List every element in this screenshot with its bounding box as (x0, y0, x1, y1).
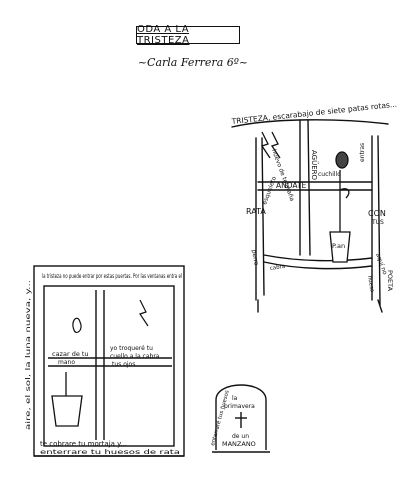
window-drawing (231, 119, 389, 313)
door-left-text: aire, el sol, la luna nueva, y... (24, 280, 32, 430)
door-drawing (33, 265, 185, 457)
poem-title-text: ODA A LA TRISTEZA (137, 24, 190, 46)
door-bottom-text: te cobrare tu mortaja y... (40, 440, 127, 448)
word-tus: TUS (371, 219, 384, 226)
door-flower-pot (51, 372, 83, 427)
word-rata: RATA (246, 207, 266, 216)
tombstone-drawing (212, 384, 270, 453)
door-top-text: la tristeza no puede entrar por estas pu… (42, 272, 182, 280)
word-aguero: AGÜERO (310, 150, 319, 181)
door-mid-right-text-2: cuello a la cabra (110, 353, 160, 360)
door-bottom-text-2: enterrare tu huesos de rata (40, 449, 181, 456)
word-cuchillo: cuchillo (318, 171, 341, 178)
tombstone-text-3: de un (232, 433, 249, 440)
door-mid-left-text: cazar de tu (52, 350, 89, 358)
tombstone-text-4: MANZANO (222, 440, 256, 448)
door-lightning-icon (139, 299, 149, 327)
author-signature: ~Carla Ferrera 6º~ (137, 56, 249, 69)
door-mid-right-text: yo troqueré tu (110, 345, 153, 352)
tombstone-text-1: la (232, 395, 238, 402)
door-mid-right-text-3: tus ojos (112, 361, 135, 368)
word-hueso: hueso (366, 275, 375, 293)
word-aqui: aquí no (374, 252, 388, 276)
word-perro: perro (250, 249, 260, 266)
word-pan: P.an (332, 242, 345, 250)
word-entras: entras (359, 143, 366, 162)
tombstone-text-2: primavera (224, 403, 255, 410)
tombstone-side-text: enterraré tus huesos (209, 389, 231, 446)
flower-pot-drawing (329, 151, 351, 263)
poem-title: ODA A LA TRISTEZA (136, 24, 240, 46)
lightning-icon (260, 131, 281, 159)
word-cabra: cabra (269, 264, 285, 272)
door-mid-left-text-2: mano (58, 359, 75, 366)
door-flame-icon (72, 317, 82, 334)
word-huevo: huevo de telaraña (270, 148, 295, 202)
word-andate: ANDATE (276, 181, 307, 190)
word-poeta: POETA (386, 270, 394, 292)
word-con: CON (368, 209, 386, 218)
